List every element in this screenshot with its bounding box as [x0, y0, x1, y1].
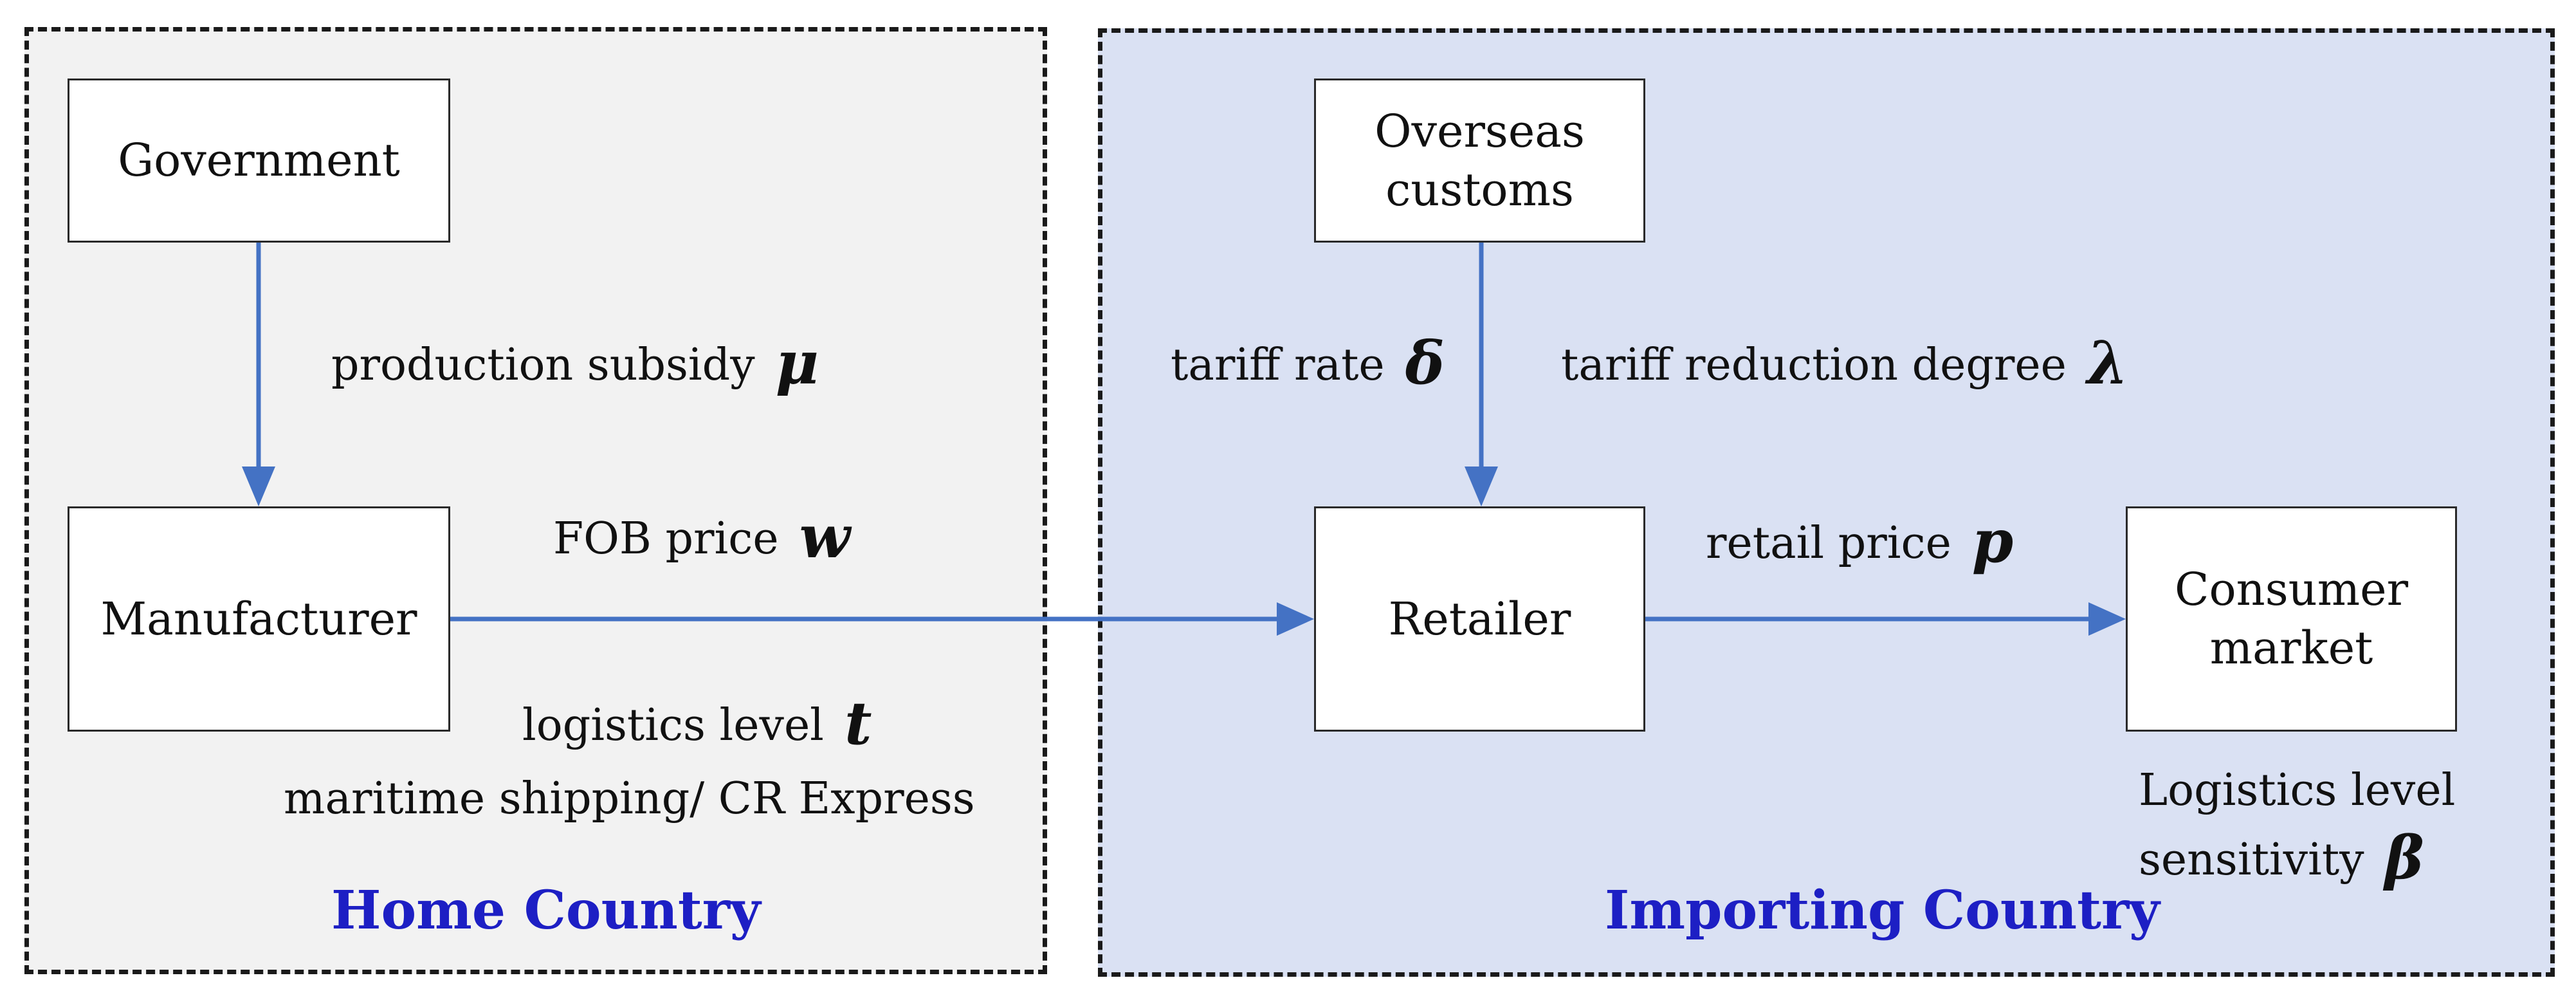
manufacturer-node: Manufacturer — [68, 506, 450, 732]
sensitivity-label-line1: Logistics level — [2139, 765, 2456, 816]
government-node: Government — [68, 79, 450, 243]
arrowhead-consumer — [2088, 602, 2126, 636]
importing-country-title: Importing Country — [1605, 880, 2160, 941]
delta-symbol: δ — [1405, 328, 1445, 398]
beta-symbol: β — [2384, 823, 2424, 892]
w-symbol: w — [799, 502, 850, 571]
p-symbol: p — [1971, 506, 2014, 576]
t-symbol: t — [844, 688, 872, 758]
shipping-mode-label: maritime shipping/ CR Express — [284, 773, 975, 824]
overseas-customs-node: Overseas customs — [1314, 79, 1645, 243]
arrowhead-retailer — [1277, 602, 1314, 636]
government-label: Government — [118, 134, 400, 187]
consumer-market-label: Consumer market — [2174, 563, 2409, 674]
overseas-customs-label: Overseas customs — [1375, 104, 1585, 216]
retailer-node: Retailer — [1314, 506, 1645, 732]
arrowhead-retailer-top — [1465, 467, 1498, 506]
retailer-label: Retailer — [1388, 592, 1571, 645]
arrowhead-manufacturer — [242, 467, 275, 506]
lambda-symbol: λ — [2087, 328, 2129, 398]
manufacturer-label: Manufacturer — [100, 592, 417, 645]
home-country-title: Home Country — [331, 880, 761, 941]
consumer-market-node: Consumer market — [2126, 506, 2457, 732]
mu-symbol: μ — [775, 328, 819, 398]
